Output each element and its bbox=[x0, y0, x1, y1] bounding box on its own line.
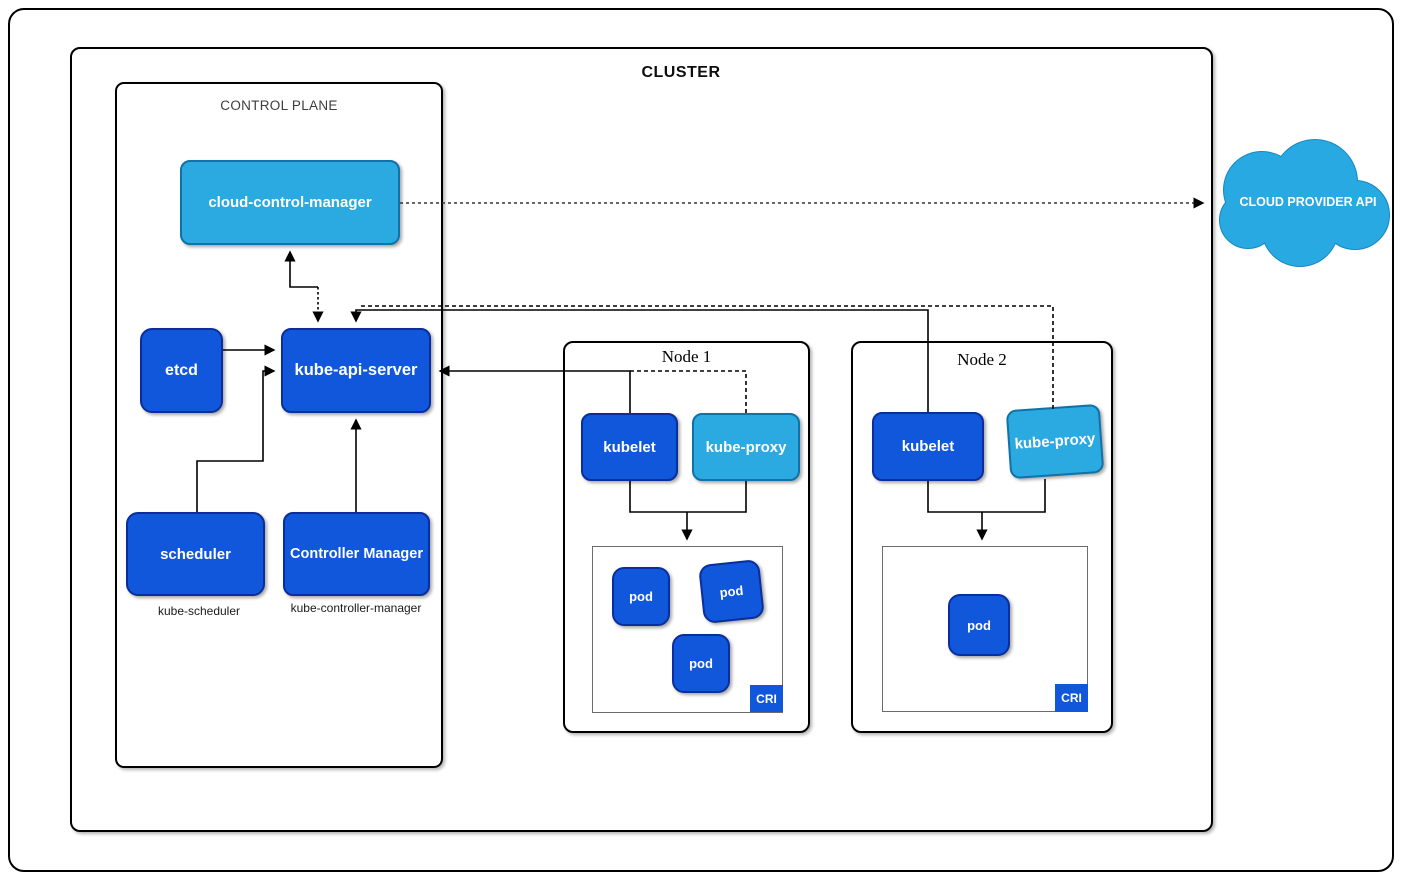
control-plane-title: CONTROL PLANE bbox=[220, 98, 338, 113]
node2-kube-proxy-label: kube-proxy bbox=[1014, 430, 1096, 453]
node1-pod-1-label: pod bbox=[629, 589, 653, 604]
node1-title: Node 1 bbox=[661, 347, 712, 366]
node1-cri-label: CRI bbox=[756, 691, 777, 706]
node2-pod-1-label: pod bbox=[967, 617, 991, 633]
kube-api-server-box: kube-api-server bbox=[281, 328, 431, 413]
controller-manager-box: Controller Manager bbox=[283, 512, 430, 596]
node1-kubelet-box: kubelet bbox=[581, 413, 678, 481]
node1-pods-frame bbox=[592, 546, 783, 713]
node2-kubelet-label: kubelet bbox=[901, 438, 955, 455]
kube-api-server-label: kube-api-server bbox=[294, 361, 418, 379]
node1-pod-2: pod bbox=[698, 558, 765, 625]
node2-pods-frame bbox=[882, 546, 1088, 712]
node2-pod-1: pod bbox=[948, 594, 1010, 656]
etcd-label: etcd bbox=[165, 361, 198, 379]
node2-kube-proxy-box: kube-proxy bbox=[1005, 403, 1105, 480]
outer-frame bbox=[8, 8, 1394, 872]
controller-manager-label: Controller Manager bbox=[290, 546, 423, 562]
node2-cri-badge: CRI bbox=[1055, 684, 1088, 712]
cloud-provider-api-shape bbox=[1219, 139, 1390, 267]
cluster-title: CLUSTER bbox=[641, 64, 721, 81]
node1-kube-proxy-label: kube-proxy bbox=[705, 438, 787, 456]
cloud-provider-api-label: CLOUD PROVIDER API bbox=[1239, 195, 1377, 209]
node1-pod-2-label: pod bbox=[718, 582, 745, 601]
node1-cri-badge: CRI bbox=[750, 685, 783, 712]
scheduler-label: scheduler bbox=[160, 545, 231, 563]
control-plane-box bbox=[115, 82, 443, 768]
node1-pod-3: pod bbox=[672, 634, 730, 693]
scheduler-caption: kube-scheduler bbox=[157, 604, 241, 618]
cluster-box bbox=[70, 47, 1213, 832]
node2-kubelet-box: kubelet bbox=[872, 412, 984, 481]
node1-kube-proxy-box: kube-proxy bbox=[692, 413, 800, 481]
node2-title: Node 2 bbox=[957, 350, 1007, 369]
etcd-box: etcd bbox=[140, 328, 223, 413]
node2-cri-label: CRI bbox=[1061, 691, 1082, 705]
cloud-control-manager-label: cloud-control-manager bbox=[208, 194, 372, 211]
scheduler-box: scheduler bbox=[126, 512, 265, 596]
cloud-control-manager-box: cloud-control-manager bbox=[180, 160, 400, 245]
controller-manager-caption: kube-controller-manager bbox=[290, 601, 422, 615]
node1-kubelet-label: kubelet bbox=[603, 438, 656, 456]
node1-pod-1: pod bbox=[612, 567, 670, 626]
node1-pod-3-label: pod bbox=[689, 656, 713, 671]
